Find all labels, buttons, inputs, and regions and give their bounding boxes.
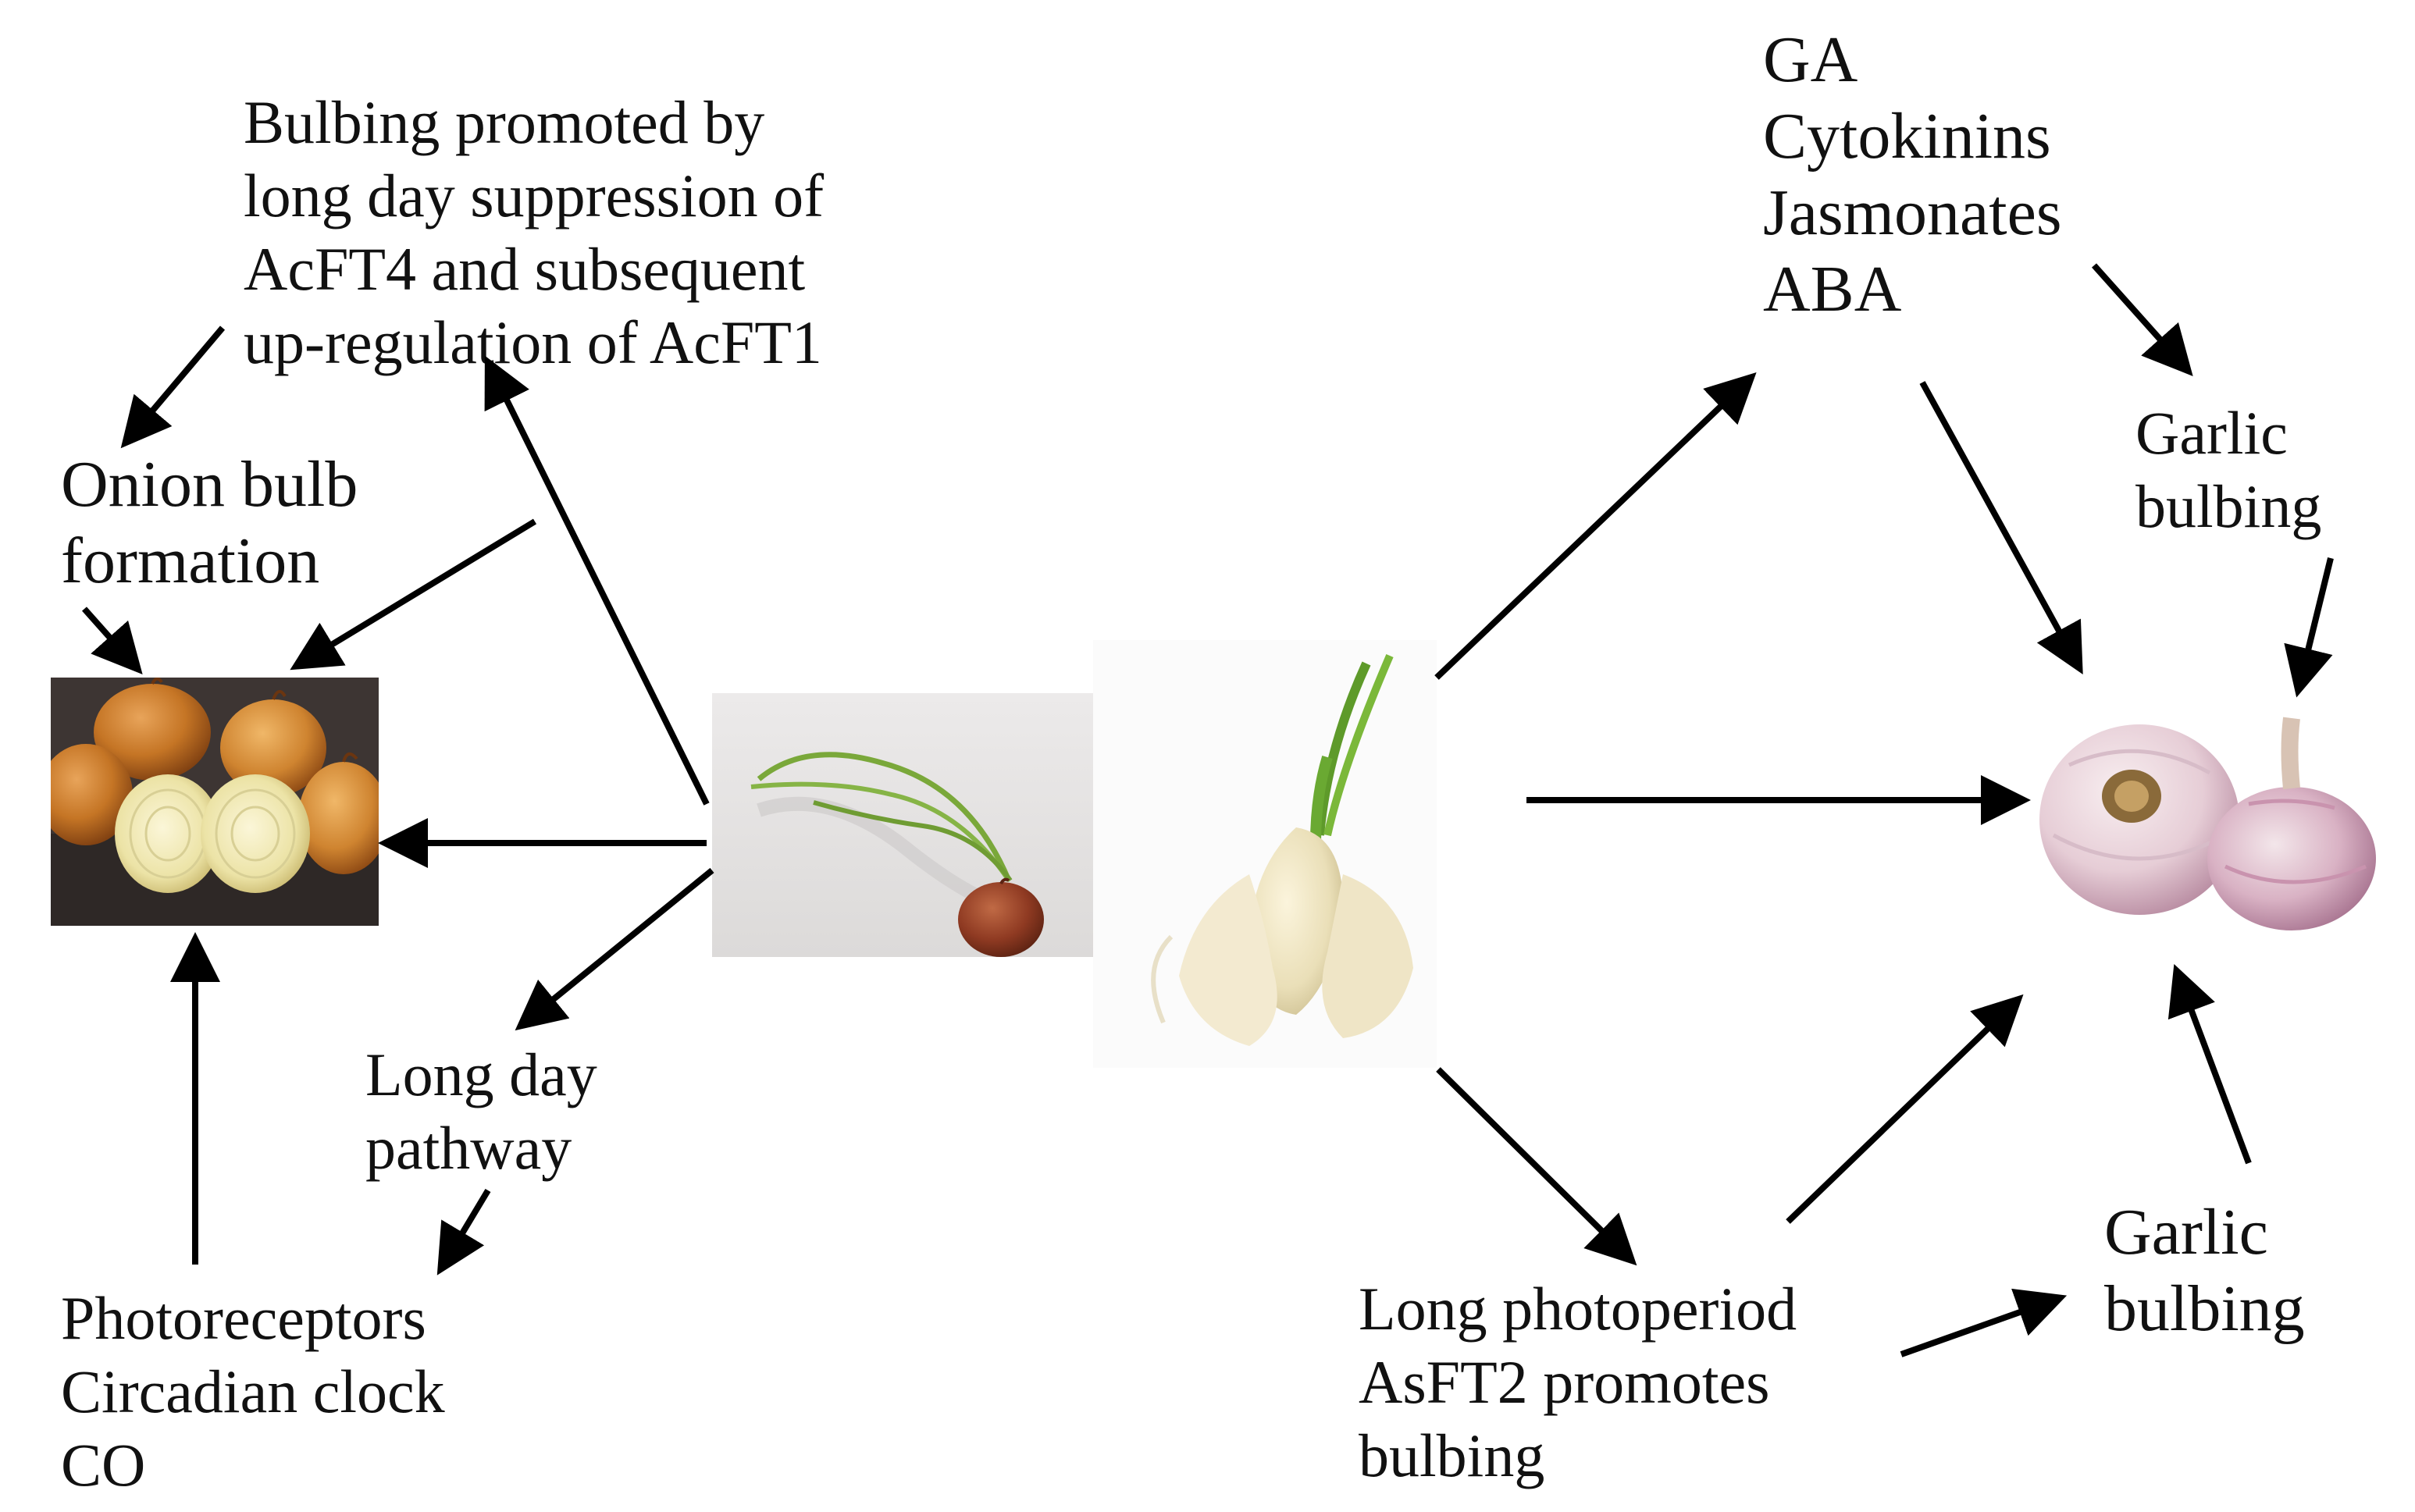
arrow-garlic-to-long-photoperiod [1436, 1067, 1637, 1266]
onion-bulb-formation-label: Onion bulb formation [61, 448, 358, 597]
hormones-label: GA Cytokinins Jasmonates ABA [1763, 23, 2062, 326]
onion-bulbs-illustration [51, 678, 379, 926]
arrow-sprouting-onion-to-long-day-pathway [515, 867, 714, 1031]
arrow-sprouting-onion-to-bulbing-label [484, 355, 710, 806]
arrow-hormones-to-garlic-bulbing [2092, 263, 2193, 376]
garlic-bulbs-illustration [2022, 703, 2389, 937]
garlic-bulbing-bottom-label: Garlic bulbing [2104, 1196, 2305, 1345]
arrow-long-day-pathway-to-photoreceptors [436, 1188, 491, 1275]
onion-bulbs-image [51, 678, 379, 926]
arrow-long-photoperiod-to-garlic-bulbs [1786, 994, 2024, 1224]
arrow-garlic-to-hormones [1434, 372, 1757, 680]
arrow-garlic-bulbing-to-garlic-bulbs-bottom [2167, 964, 2252, 1165]
garlic-bulbs-image [2022, 703, 2389, 937]
arrow-garlic-bulbing-to-garlic-bulbs [2284, 557, 2334, 698]
long-photoperiod-label: Long photoperiod AsFT2 promotes bulbing [1359, 1275, 1797, 1489]
photoreceptors-label: Photoreceptors Circadian clock CO [61, 1284, 445, 1499]
long-day-pathway-label: Long day pathway [365, 1041, 597, 1182]
arrow-onion-bulb-formation-to-onions [82, 607, 143, 674]
arrow-label-to-onion-bulb-formation [120, 326, 226, 449]
sprouting-onion-image [712, 693, 1095, 957]
arrow-hormones-to-garlic-bulbs [1919, 381, 2083, 675]
sprouting-onion-illustration [712, 693, 1095, 957]
arrow-label-to-onions [290, 518, 537, 671]
garlic-bulbing-top-label: Garlic bulbing [2135, 399, 2322, 540]
bulbing-promoted-label: Bulbing promoted by long day suppression… [244, 88, 825, 376]
garlic-clove-image [1093, 640, 1437, 1068]
garlic-clove-illustration [1093, 640, 1437, 1068]
arrow-long-photoperiod-to-garlic-bulbing [1900, 1288, 2068, 1357]
